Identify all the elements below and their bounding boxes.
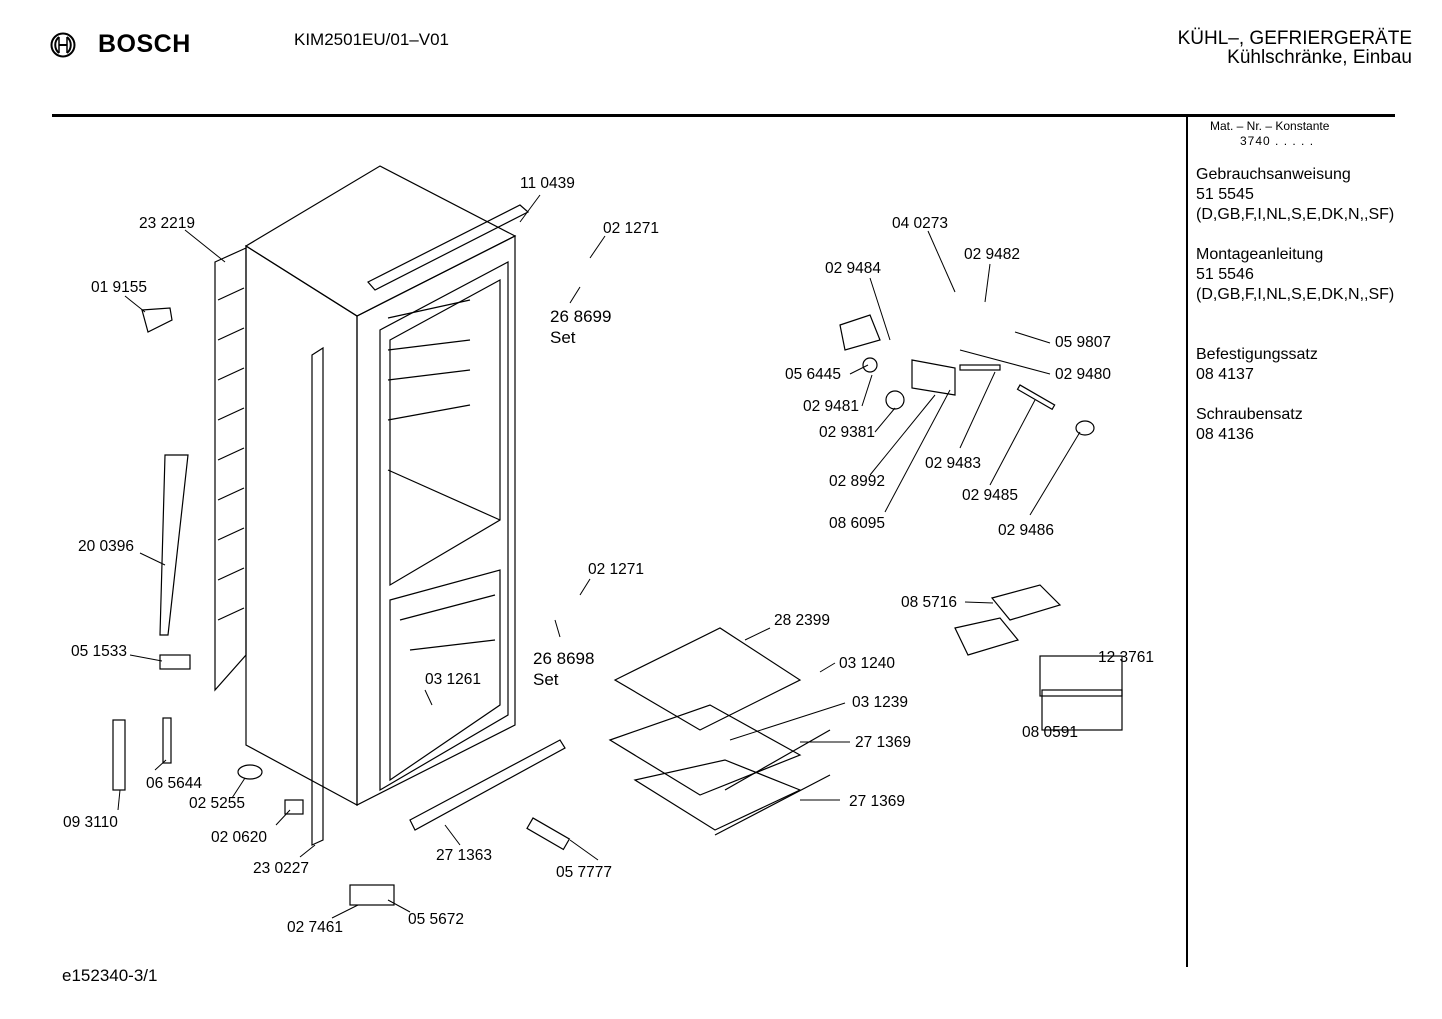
montage-number: 51 5546 xyxy=(1196,266,1254,283)
part-268698: 26 8698 xyxy=(533,649,594,668)
part-271363: 27 1363 xyxy=(436,847,492,864)
part-056445: 05 6445 xyxy=(785,366,841,383)
part-025255: 02 5255 xyxy=(189,795,245,812)
part-029482: 02 9482 xyxy=(964,246,1020,263)
part-031240: 03 1240 xyxy=(839,655,895,672)
part-040273: 04 0273 xyxy=(892,215,948,232)
brand-name: BOSCH xyxy=(98,30,191,58)
part-021271-bottom: 02 1271 xyxy=(588,561,644,578)
header-divider xyxy=(52,114,1395,117)
montage-title: Montageanleitung xyxy=(1196,246,1324,263)
part-labels: 11 0439 23 2219 02 1271 26 8699 Set 01 9… xyxy=(63,175,1154,936)
part-029485: 02 9485 xyxy=(962,487,1018,504)
category-title: KÜHL–, GEFRIERGERÄTE Kühlschränke, Einba… xyxy=(1178,29,1412,67)
part-059807: 05 9807 xyxy=(1055,334,1111,351)
part-029483: 02 9483 xyxy=(925,455,981,472)
part-028992: 02 8992 xyxy=(829,473,885,490)
part-029381: 02 9381 xyxy=(819,424,875,441)
part-268699-set: Set xyxy=(550,328,576,347)
part-031261: 03 1261 xyxy=(425,671,481,688)
part-065644: 06 5644 xyxy=(146,775,202,792)
leader-lines xyxy=(117,194,1081,919)
montage-languages: (D,GB,F,I,NL,S,E,DK,N,,SF) xyxy=(1196,286,1395,303)
mat-nr-value: 3740 . . . . . xyxy=(1240,134,1315,148)
part-055672: 05 5672 xyxy=(408,911,464,928)
part-020620: 02 0620 xyxy=(211,829,267,846)
part-085716: 08 5716 xyxy=(901,594,957,611)
category-line-2: Kühlschränke, Einbau xyxy=(1227,47,1412,68)
category-line-1: KÜHL–, GEFRIERGERÄTE xyxy=(1177,28,1412,49)
part-232219: 23 2219 xyxy=(139,215,195,232)
part-282399: 28 2399 xyxy=(774,612,830,629)
mat-nr-label: Mat. – Nr. – Konstante xyxy=(1210,119,1330,133)
part-057777: 05 7777 xyxy=(556,864,612,881)
gebrauch-number: 51 5545 xyxy=(1196,186,1254,203)
part-093110: 09 3110 xyxy=(63,814,118,831)
schrauben-number: 08 4136 xyxy=(1196,426,1254,443)
part-029486: 02 9486 xyxy=(998,522,1054,539)
gebrauch-title: Gebrauchsanweisung xyxy=(1196,166,1351,183)
befestigung-title: Befestigungssatz xyxy=(1196,346,1318,363)
gebrauch-languages: (D,GB,F,I,NL,S,E,DK,N,,SF) xyxy=(1196,206,1395,223)
part-123761: 12 3761 xyxy=(1098,649,1154,666)
sidebar-divider xyxy=(1186,117,1188,967)
model-number: KIM2501EU/01–V01 xyxy=(294,30,449,49)
bosch-logo: BOSCH xyxy=(50,30,191,59)
schrauben-title: Schraubensatz xyxy=(1196,406,1303,423)
part-027461: 02 7461 xyxy=(287,919,343,936)
part-230227: 23 0227 xyxy=(253,860,309,877)
part-019155: 01 9155 xyxy=(91,279,147,296)
part-086095: 08 6095 xyxy=(829,515,885,532)
part-029484: 02 9484 xyxy=(825,260,881,277)
part-051533: 05 1533 xyxy=(71,643,127,660)
bosch-armature-icon xyxy=(50,32,76,57)
part-268698-set: Set xyxy=(533,670,559,689)
drawing-code: e152340-3/1 xyxy=(62,966,158,985)
part-031239: 03 1239 xyxy=(852,694,908,711)
documents-sidebar: Mat. – Nr. – Konstante 3740 . . . . . Ge… xyxy=(1196,119,1436,445)
part-268699: 26 8699 xyxy=(550,307,611,326)
cabinet-drawing xyxy=(112,165,1123,906)
part-029480: 02 9480 xyxy=(1055,366,1111,383)
part-021271-top: 02 1271 xyxy=(603,220,659,237)
part-271369-lower: 27 1369 xyxy=(849,793,905,810)
part-110439: 11 0439 xyxy=(520,175,575,192)
part-200396: 20 0396 xyxy=(78,538,134,555)
befestigung-number: 08 4137 xyxy=(1196,366,1254,383)
part-080591: 08 0591 xyxy=(1022,724,1078,741)
part-029481: 02 9481 xyxy=(803,398,859,415)
part-271369-upper: 27 1369 xyxy=(855,734,911,751)
